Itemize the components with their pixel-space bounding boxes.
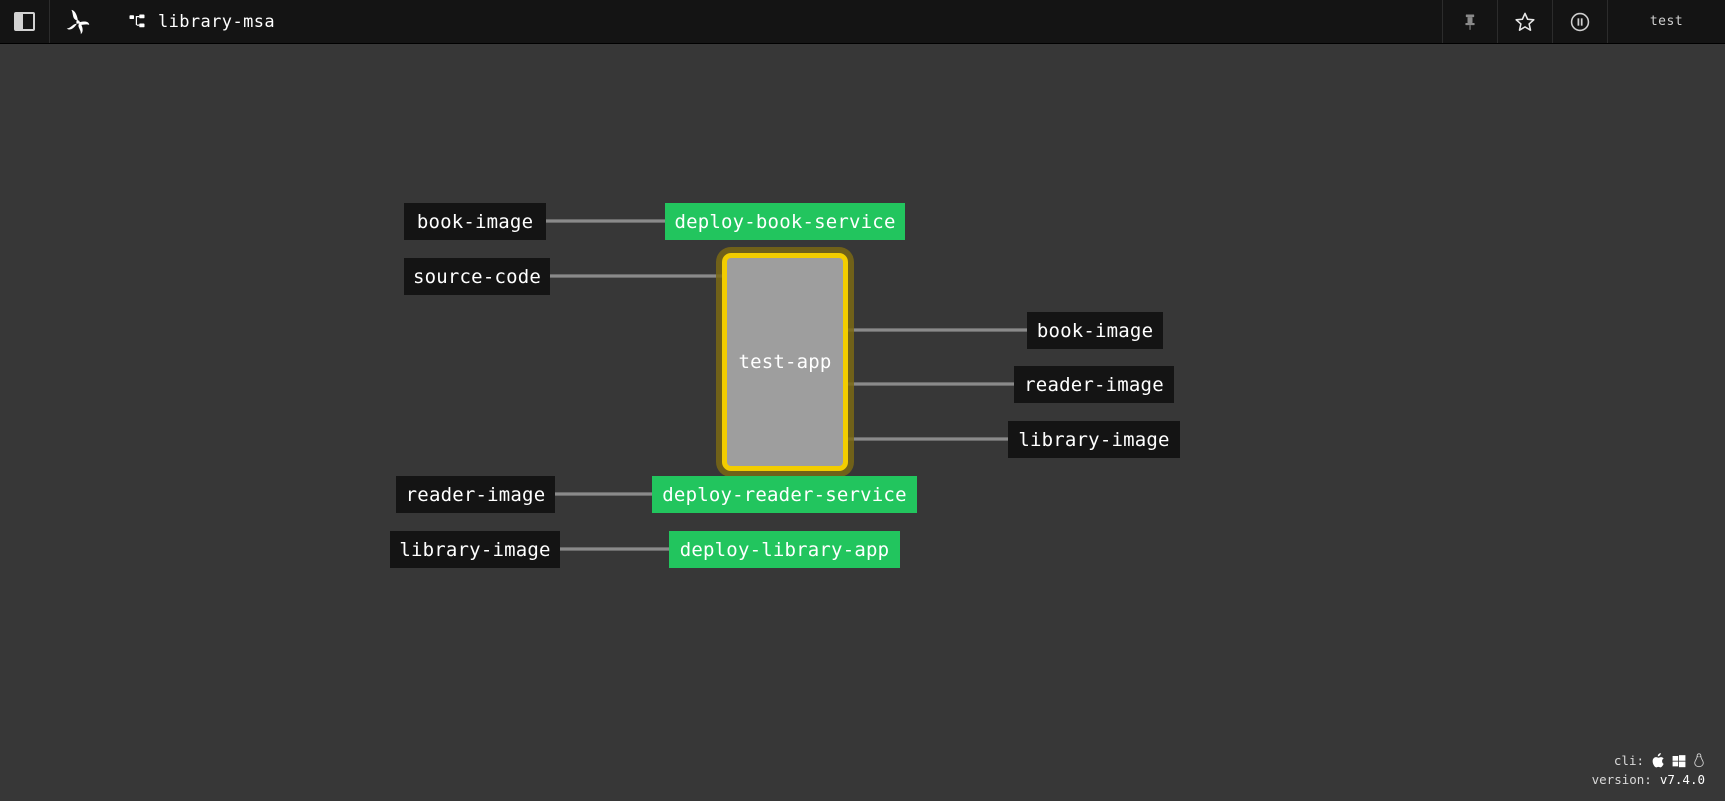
apple-icon [1652, 753, 1664, 768]
hierarchy-icon [129, 14, 145, 27]
edge-layer [546, 219, 1027, 551]
node-label: book-image [416, 210, 534, 233]
node-test-app[interactable]: test-app [722, 253, 848, 471]
node-library-image-out[interactable]: library-image [1008, 421, 1180, 458]
node-label: deploy-library-app [679, 538, 890, 561]
node-book-image-out[interactable]: book-image [1027, 312, 1163, 349]
node-label: deploy-reader-service [662, 483, 907, 506]
user-label: test [1649, 14, 1684, 29]
status-cli-label: cli: [1613, 753, 1644, 768]
node-source-code[interactable]: source-code [404, 258, 550, 295]
pin-button[interactable] [1442, 0, 1497, 43]
node-library-image-in[interactable]: library-image [390, 531, 560, 568]
node-label: reader-image [405, 483, 546, 506]
app-logo[interactable] [50, 0, 106, 43]
node-label: library-image [399, 538, 551, 561]
node-reader-image-in[interactable]: reader-image [396, 476, 555, 513]
status-version-value: v7.4.0 [1659, 772, 1705, 787]
status-cli-row: cli: [1592, 751, 1705, 770]
graph-canvas[interactable]: test-app book-image deploy-book-service so… [0, 44, 1725, 801]
user-menu[interactable]: test [1607, 0, 1725, 43]
status-version-row: version: v7.4.0 [1592, 770, 1705, 789]
node-deploy-book[interactable]: deploy-book-service [665, 203, 905, 240]
node-label: test-app [738, 351, 832, 373]
pin-icon [1465, 14, 1475, 30]
sidebar-toggle-button[interactable] [0, 0, 50, 43]
breadcrumb[interactable]: library-msa [106, 0, 1442, 43]
windows-icon [1672, 754, 1686, 767]
node-deploy-reader[interactable]: deploy-reader-service [652, 476, 917, 513]
node-label: source-code [412, 265, 542, 288]
panel-left-icon [14, 12, 35, 31]
favorite-button[interactable] [1497, 0, 1552, 43]
node-reader-image-out[interactable]: reader-image [1014, 366, 1174, 403]
topbar: library-msa [0, 0, 1725, 44]
node-book-image-in[interactable]: book-image [404, 203, 546, 240]
pause-circle-icon [1570, 12, 1590, 31]
breadcrumb-label: library-msa [158, 11, 275, 32]
node-label: book-image [1036, 319, 1154, 342]
node-label: deploy-book-service [674, 210, 896, 233]
node-label: reader-image [1024, 373, 1164, 396]
star-icon [1515, 12, 1535, 31]
node-label: library-image [1018, 428, 1170, 451]
platform-icons [1652, 753, 1705, 768]
node-deploy-library[interactable]: deploy-library-app [669, 531, 900, 568]
linux-icon [1694, 753, 1704, 768]
status-version-label: version: [1591, 772, 1652, 787]
dagger-logo-icon [66, 9, 90, 34]
status-footer: cli: [1592, 751, 1705, 789]
pause-button[interactable] [1552, 0, 1607, 43]
